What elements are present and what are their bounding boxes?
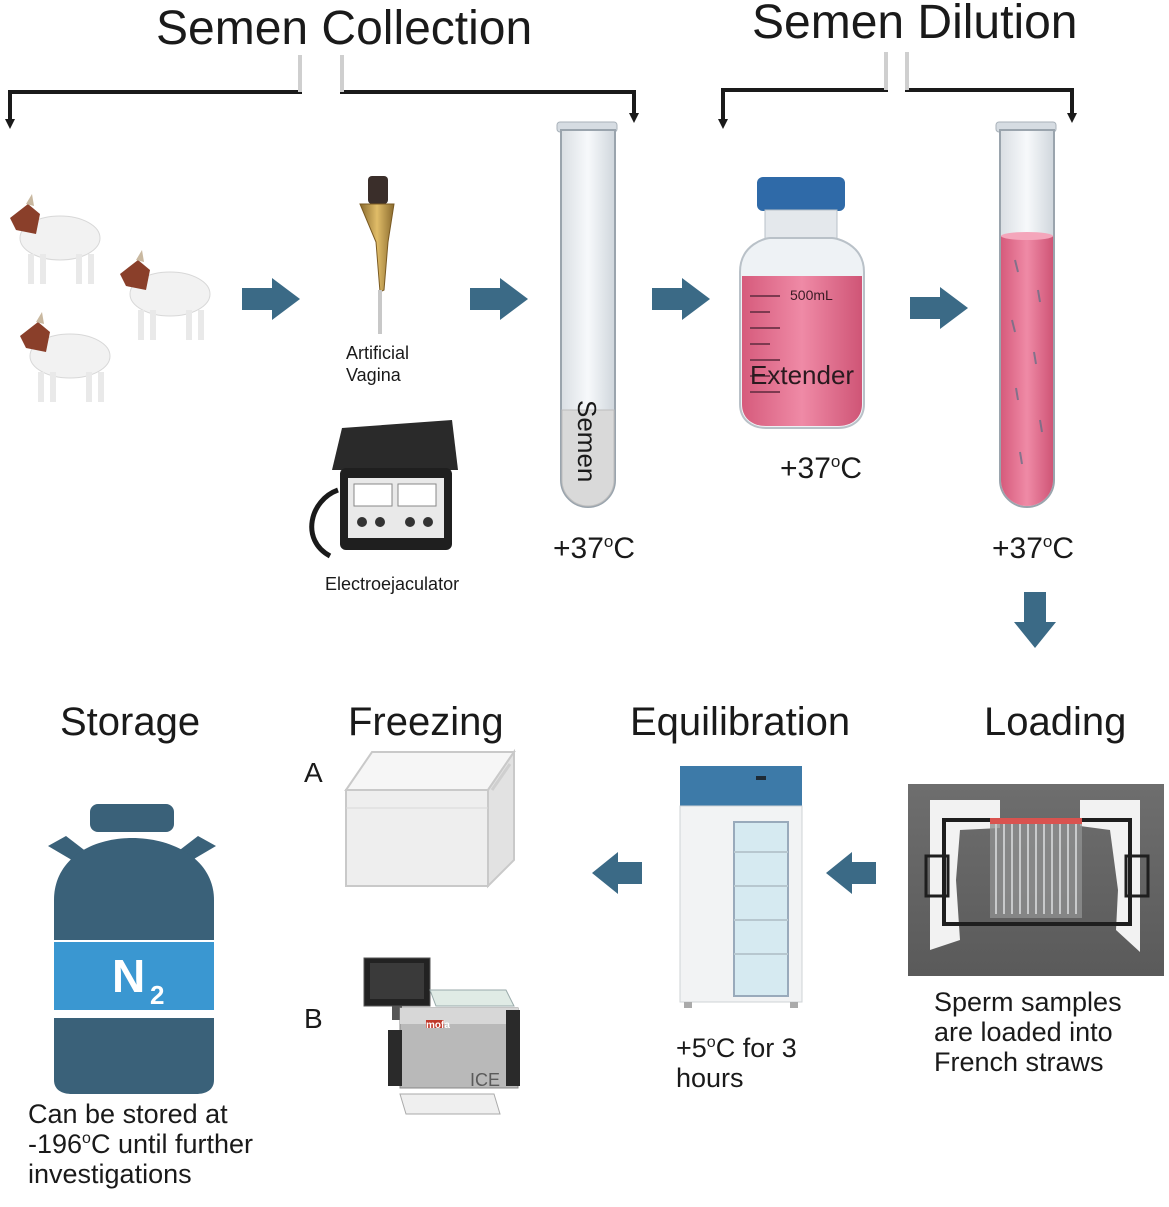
label-artificial-vagina-2: Vagina	[346, 365, 401, 385]
temp-extender: +37oC	[780, 452, 863, 485]
caption-loading-line-2: are loaded into	[934, 1017, 1113, 1048]
arrow-loading-to-equilibration	[826, 852, 876, 894]
label-artificial-vagina-1: Artificial	[346, 343, 410, 363]
arrow-extender-to-diluted	[910, 287, 968, 329]
electroejaculator-icon	[309, 420, 458, 559]
heading-freezing: Freezing	[348, 700, 504, 744]
bracket-semen-collection	[5, 55, 639, 129]
nitrogen-dewar-icon: N 2	[48, 804, 216, 1094]
flow-arrows	[242, 278, 1056, 894]
arrow-goats-to-collection	[242, 278, 300, 320]
programmable-freezer-icon: mofa ICE	[363, 957, 520, 1115]
freezing-box-icon	[344, 748, 516, 889]
goat-icon	[10, 194, 101, 284]
heading-storage: Storage	[60, 700, 201, 744]
artificial-vagina-icon	[359, 176, 395, 334]
extender-bottle-icon: 500mL Extender	[739, 177, 865, 429]
caption-loading-line-3: French straws	[934, 1047, 1104, 1078]
label-nitrogen: N	[112, 950, 145, 1002]
heading-semen-dilution: Semen Dilution	[752, 0, 1078, 49]
label-freezer-model: ICE	[470, 1070, 500, 1090]
goat-icon	[120, 250, 211, 340]
label-freezer-brand: mofa	[426, 1020, 450, 1031]
caption-loading: Sperm samples are loaded into French str…	[934, 987, 1122, 1078]
loading-photo	[908, 784, 1164, 976]
arrow-tube-to-extender	[652, 278, 710, 320]
semen-test-tube-icon: Semen	[556, 121, 618, 508]
label-extender: Extender	[750, 360, 854, 390]
label-electroejaculator: Electroejaculator	[325, 574, 460, 594]
caption-loading-line-1: Sperm samples	[934, 987, 1122, 1017]
freezing-option-b: B	[304, 1003, 323, 1034]
arrow-collection-to-tube	[470, 278, 528, 320]
temp-semen: +37oC	[553, 532, 636, 565]
arrow-diluted-to-loading	[1014, 592, 1056, 648]
bracket-semen-dilution	[718, 52, 1077, 129]
diluted-semen-tube-icon	[995, 121, 1057, 508]
label-semen: Semen	[572, 400, 602, 482]
arrow-equilibration-to-freezing	[592, 852, 642, 894]
freezing-option-a: A	[304, 757, 323, 788]
heading-loading: Loading	[984, 700, 1127, 744]
goat-icon	[20, 312, 111, 402]
lab-fridge-icon	[679, 766, 803, 1008]
caption-equilibration: +5oC for 3 hours	[676, 1033, 797, 1094]
heading-equilibration: Equilibration	[630, 700, 851, 744]
heading-semen-collection: Semen Collection	[156, 2, 533, 55]
label-nitrogen-subscript: 2	[150, 980, 164, 1010]
temp-diluted: +37oC	[992, 532, 1075, 565]
caption-storage: Can be stored at -196oC until further in…	[28, 1099, 254, 1190]
label-bottle-volume: 500mL	[790, 287, 833, 303]
